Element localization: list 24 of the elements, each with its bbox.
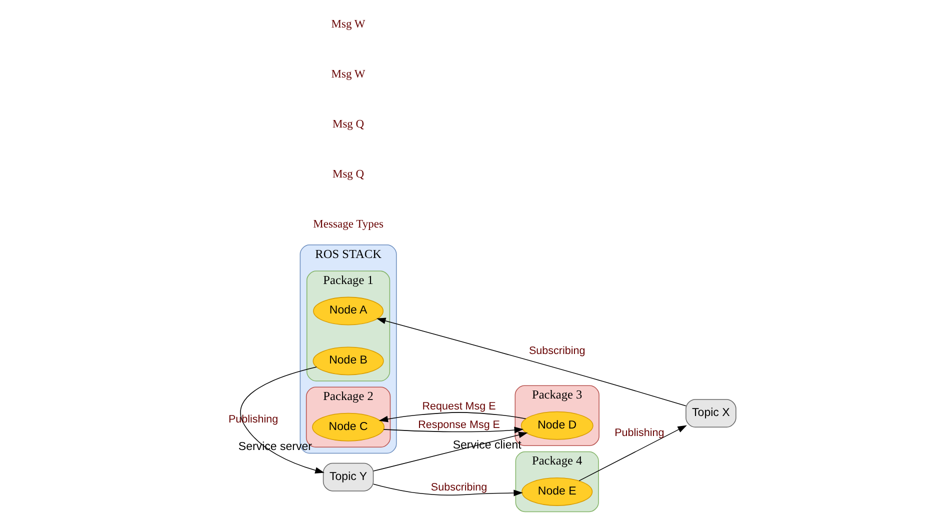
edge-label: Subscribing [430,481,487,494]
arrow [378,412,526,422]
label: Msg W [330,68,365,81]
node-box: Topic Y [322,462,374,492]
arrow [578,425,686,482]
arrow [240,366,324,474]
arrow [382,426,524,434]
arrow [376,318,686,406]
node-ellipse: Node B [312,346,384,376]
edge-label: Request Msg E [422,400,496,413]
edge-label: Response Msg E [418,419,500,432]
arrow [372,484,522,496]
edge-label: Subscribing [528,345,585,358]
node-ellipse: Node E [521,478,592,506]
label: Msg Q [332,118,364,131]
node-ellipse: Node D [520,411,593,440]
arrow [372,432,528,472]
label: Msg Q [332,168,364,181]
label: Message Types [312,218,383,231]
node-ellipse: Node A [312,296,384,326]
label: Msg W [330,18,365,31]
node-box: Topic X [685,399,736,428]
edge-label: Publishing [614,426,664,439]
node-ellipse: Node C [312,412,384,442]
